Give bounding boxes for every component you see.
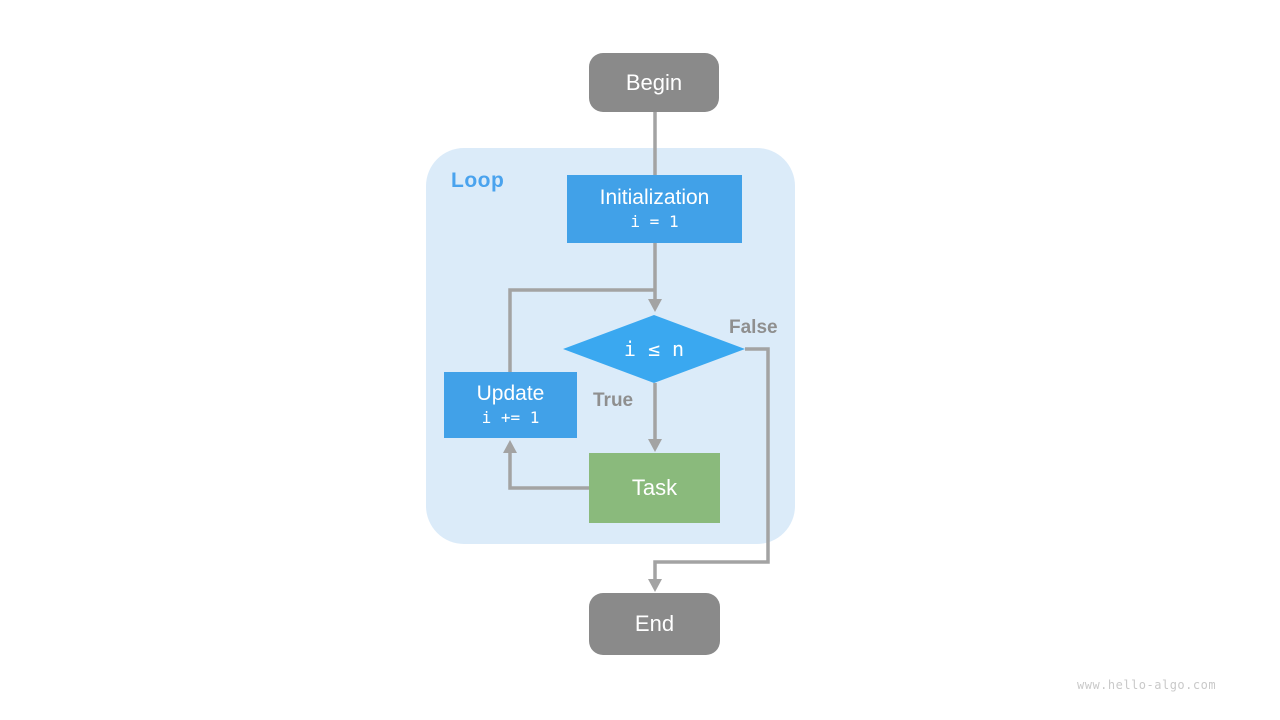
initialization-title: Initialization	[599, 186, 710, 209]
condition-code: i ≤ n	[623, 337, 685, 361]
node-task: Task	[589, 453, 720, 523]
node-end: End	[589, 593, 720, 655]
node-initialization: Initialization i = 1	[567, 175, 742, 243]
loop-label: Loop	[451, 169, 505, 192]
true-branch-label: True	[593, 390, 634, 411]
false-branch-label: False	[729, 317, 778, 338]
arrowhead-into-end	[648, 579, 662, 592]
begin-label: Begin	[625, 69, 683, 95]
end-label: End	[634, 611, 675, 636]
watermark: www.hello-algo.com	[1077, 678, 1217, 692]
initialization-code: i = 1	[630, 212, 679, 231]
task-label: Task	[631, 475, 678, 500]
update-code: i += 1	[481, 408, 540, 427]
node-update: Update i += 1	[444, 372, 577, 438]
update-title: Update	[476, 382, 545, 405]
node-begin: Begin	[589, 53, 719, 112]
